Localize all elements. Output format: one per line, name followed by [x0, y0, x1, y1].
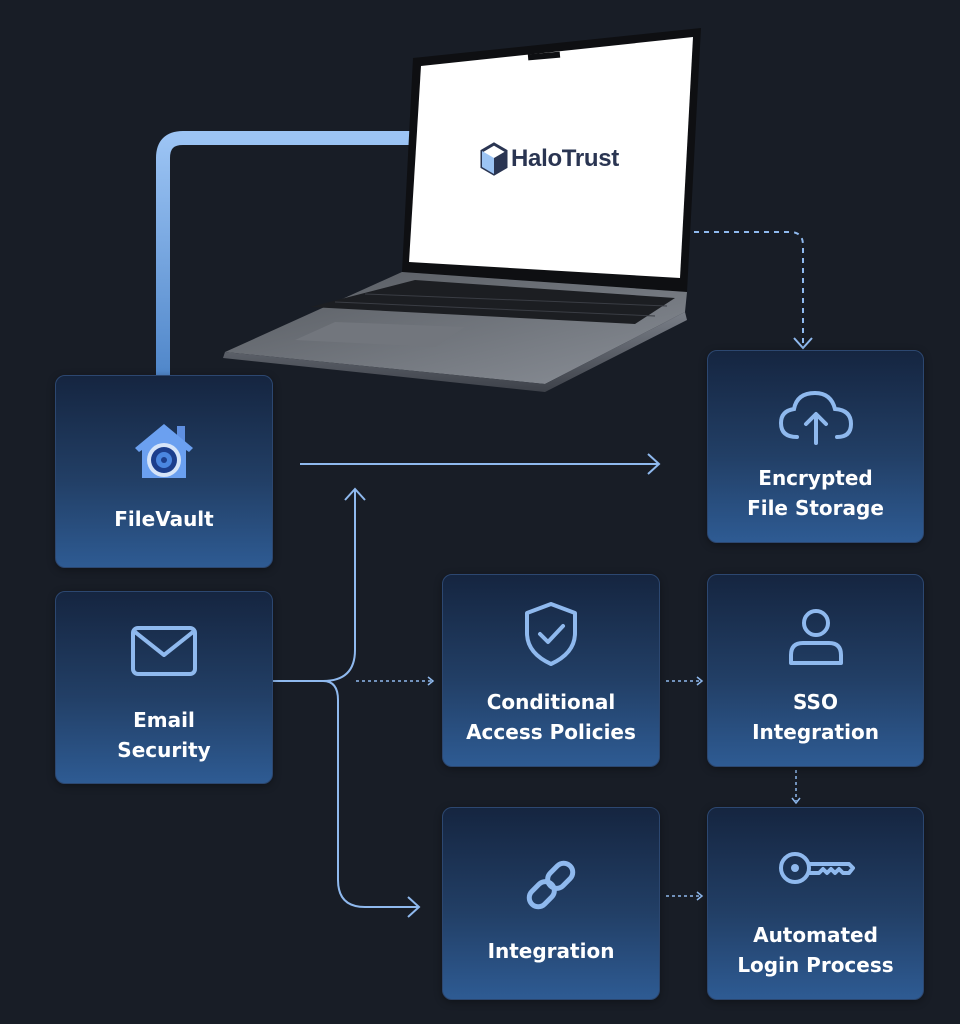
link-icon	[520, 854, 582, 916]
email-security-card: Email Security	[55, 591, 273, 784]
key-icon	[777, 848, 855, 888]
conditional-access-policies-label: Conditional Access Policies	[466, 690, 636, 744]
laptop-base-edge	[223, 312, 687, 392]
integration-label: Integration	[487, 939, 615, 963]
filevault-storage-arrowhead	[647, 453, 661, 475]
sso-autologin-arrowhead	[791, 797, 801, 805]
cloud-upload-icon	[777, 389, 855, 445]
encrypted-file-storage-card: Encrypted File Storage	[707, 350, 924, 543]
email-security-label: Email Security	[117, 708, 211, 762]
laptop-trackpad	[295, 322, 465, 347]
conditional-access-policies-card: Conditional Access Policies	[442, 574, 660, 767]
sso-integration-card: SSO Integration	[707, 574, 924, 767]
envelope-icon	[129, 622, 199, 680]
automated-login-process-label: Automated Login Process	[737, 923, 894, 977]
laptop-notch	[527, 51, 561, 61]
shield-check-icon	[522, 601, 580, 667]
laptop-storage-arrowhead	[793, 337, 813, 350]
email-up-arrowhead	[344, 487, 366, 501]
laptop-filevault-cable	[156, 131, 420, 378]
integration-autologin-arrowhead	[696, 891, 704, 901]
halotrust-cube-logo-icon	[480, 142, 508, 176]
filevault-label: FileVault	[114, 507, 214, 531]
email-down-line	[322, 680, 418, 908]
laptop-screen	[409, 37, 693, 278]
filevault-card: FileVault	[55, 375, 273, 568]
email-up-line	[322, 490, 356, 682]
email-cap-arrowhead	[427, 676, 435, 686]
email-down-arrowhead	[407, 896, 421, 918]
automated-login-process-card: Automated Login Process	[707, 807, 924, 1000]
laptop-illustration	[223, 28, 701, 392]
user-icon	[787, 607, 845, 667]
integration-card: Integration	[442, 807, 660, 1000]
cap-sso-arrowhead	[696, 676, 704, 686]
brand-logo: HaloTrust	[480, 139, 619, 179]
sso-integration-label: SSO Integration	[752, 690, 879, 744]
vault-house-icon	[131, 420, 197, 482]
brand-name: HaloTrust	[511, 145, 619, 172]
encrypted-file-storage-label: Encrypted File Storage	[747, 466, 884, 520]
